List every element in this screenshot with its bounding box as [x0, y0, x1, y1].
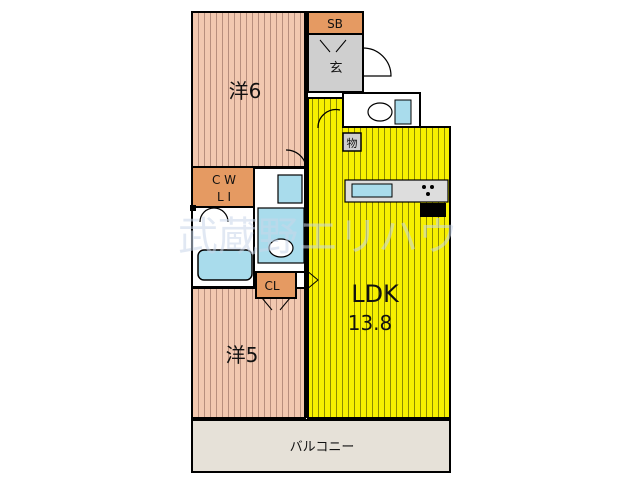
shoe-box-label: SB — [327, 17, 343, 31]
entrance-label: 玄 — [329, 61, 342, 76]
watermark: 武蔵野エリハウ — [178, 214, 458, 260]
walk-in-closet: C W L I — [191, 166, 257, 208]
fridge-space — [420, 203, 446, 217]
bathtub — [197, 249, 253, 281]
western-room-6: 洋6 — [191, 11, 308, 168]
western-room-5: 洋5 — [191, 271, 306, 419]
entrance: 玄 — [307, 33, 392, 93]
walk-in-closet-label-bottom: L I — [217, 190, 231, 204]
western-room-6-label: 洋6 — [229, 79, 262, 103]
balcony: バルコニー — [191, 419, 451, 473]
toilet — [367, 102, 393, 122]
closet-label-overlay: CL — [264, 279, 279, 293]
western-room-5-label: 洋5 — [226, 343, 259, 367]
ldk-label: LDK — [351, 280, 400, 308]
storage: 物 — [342, 132, 362, 152]
interior-wall — [304, 12, 308, 418]
shoe-box: SB — [307, 11, 364, 35]
sink — [268, 238, 294, 258]
entrance-door-swing — [362, 47, 392, 77]
ldk-size: 13.8 — [348, 311, 393, 335]
walk-in-closet-label-top: C W — [212, 173, 236, 187]
washing-machine — [277, 174, 303, 204]
bath-area — [191, 206, 255, 288]
toilet-room — [317, 92, 421, 129]
bath-door-swing — [199, 207, 229, 223]
kitchen-sink — [351, 183, 393, 198]
storage-label: 物 — [347, 136, 358, 150]
balcony-label: バルコニー — [290, 440, 355, 455]
washroom — [253, 167, 311, 273]
